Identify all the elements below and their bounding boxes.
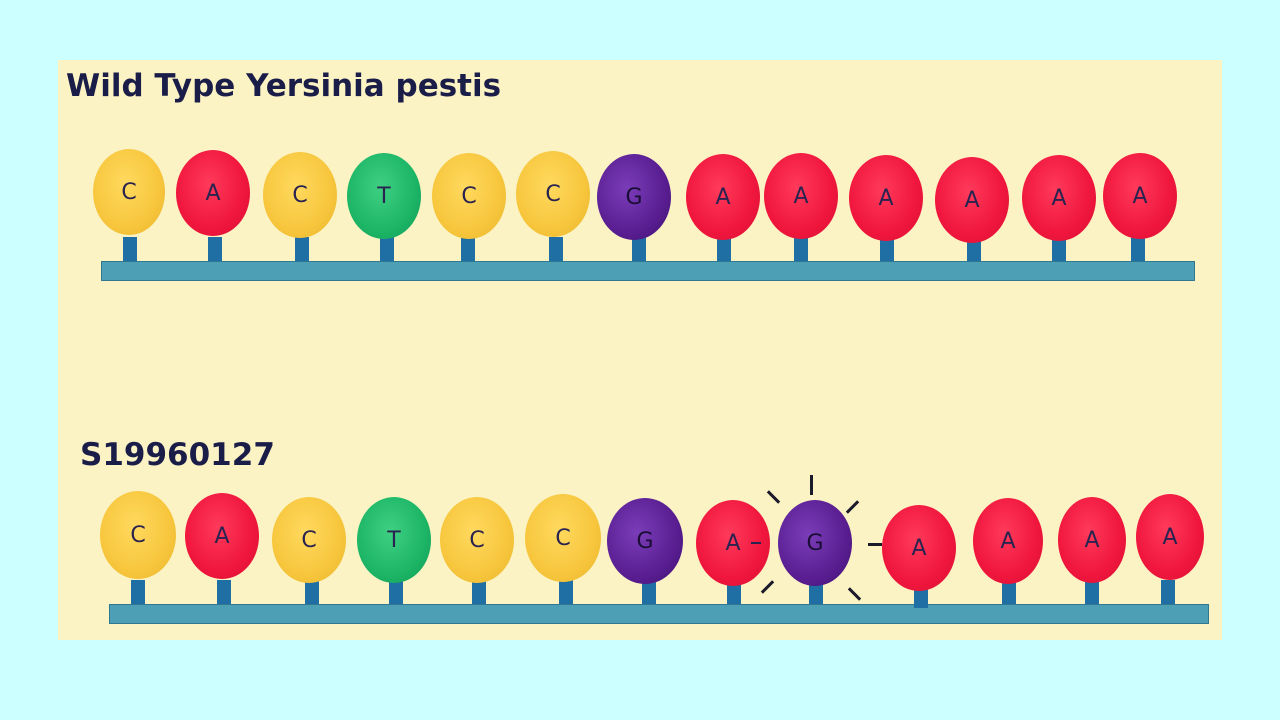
nucleotide-stem <box>632 237 646 261</box>
nucleotide: A <box>1103 153 1177 239</box>
nucleotide: A <box>1136 494 1204 580</box>
nucleotide-letter: A <box>878 185 894 211</box>
nucleotide-stem <box>967 237 981 261</box>
nucleotide: A <box>1058 497 1126 583</box>
nucleotide-stem <box>727 580 741 604</box>
nucleotide: C <box>100 491 176 579</box>
nucleotide: A <box>882 505 956 591</box>
highlight-ray <box>810 475 813 495</box>
nucleotide-stem <box>217 580 231 604</box>
mutant-title: S19960127 <box>80 437 275 473</box>
nucleotide-letter: A <box>964 187 980 213</box>
nucleotide-letter: A <box>1162 524 1178 550</box>
nucleotide-stem <box>208 237 222 261</box>
nucleotide: A <box>973 498 1043 584</box>
nucleotide-letter: C <box>121 179 137 205</box>
nucleotide: A <box>849 155 923 241</box>
nucleotide-stem <box>1131 237 1145 261</box>
nucleotide: A <box>764 153 838 239</box>
insertion-link-mark <box>751 542 761 544</box>
nucleotide-stem <box>717 237 731 261</box>
wild-type-backbone <box>101 261 1195 281</box>
nucleotide-letter: T <box>377 183 391 209</box>
nucleotide-letter: C <box>461 183 477 209</box>
nucleotide-stem <box>461 237 475 261</box>
nucleotide: A <box>1022 155 1096 241</box>
nucleotide-stem <box>380 237 394 261</box>
mutant-backbone <box>109 604 1209 624</box>
nucleotide-stem <box>472 580 486 604</box>
highlight-ray <box>868 543 882 546</box>
nucleotide-letter: C <box>555 525 571 551</box>
nucleotide-stem <box>131 580 145 604</box>
nucleotide: T <box>357 497 431 583</box>
nucleotide-letter: T <box>387 527 401 553</box>
nucleotide-stem <box>809 580 823 604</box>
nucleotide: G <box>597 154 671 240</box>
nucleotide-letter: C <box>545 181 561 207</box>
nucleotide-letter: C <box>301 527 317 553</box>
nucleotide: A <box>185 493 259 579</box>
nucleotide-letter: A <box>911 535 927 561</box>
nucleotide-letter: G <box>636 528 654 554</box>
nucleotide: C <box>516 151 590 237</box>
nucleotide: A <box>176 150 250 236</box>
nucleotide-letter: C <box>130 522 146 548</box>
nucleotide-stem <box>549 237 563 261</box>
nucleotide-letter: A <box>1084 527 1100 553</box>
nucleotide-stem <box>1161 580 1175 604</box>
nucleotide-letter: A <box>214 523 230 549</box>
nucleotide-stem <box>642 580 656 604</box>
nucleotide: C <box>440 497 514 583</box>
nucleotide-stem <box>305 580 319 604</box>
nucleotide: C <box>272 497 346 583</box>
nucleotide-stem <box>1002 580 1016 604</box>
nucleotide-letter: A <box>205 180 221 206</box>
nucleotide: T <box>347 153 421 239</box>
wild-type-title: Wild Type Yersinia pestis <box>66 68 502 104</box>
nucleotide-stem <box>794 237 808 261</box>
nucleotide-letter: C <box>469 527 485 553</box>
nucleotide-letter: G <box>806 530 824 556</box>
nucleotide: A <box>686 154 760 240</box>
nucleotide-letter: A <box>1051 185 1067 211</box>
nucleotide-stem <box>559 580 573 604</box>
nucleotide-letter: A <box>1132 183 1148 209</box>
nucleotide-letter: A <box>725 530 741 556</box>
nucleotide: G <box>607 498 683 584</box>
nucleotide-letter: A <box>793 183 809 209</box>
nucleotide: C <box>263 152 337 238</box>
inserted-nucleotide: G <box>778 500 852 586</box>
nucleotide: C <box>93 149 165 235</box>
nucleotide: A <box>935 157 1009 243</box>
nucleotide-letter: G <box>625 184 643 210</box>
nucleotide: C <box>525 494 601 582</box>
nucleotide-letter: A <box>1000 528 1016 554</box>
nucleotide-stem <box>1052 237 1066 261</box>
nucleotide-letter: C <box>292 182 308 208</box>
nucleotide-stem <box>389 580 403 604</box>
nucleotide-stem <box>1085 580 1099 604</box>
nucleotide-stem <box>123 237 137 261</box>
nucleotide-stem <box>295 237 309 261</box>
nucleotide-stem <box>880 237 894 261</box>
nucleotide-letter: A <box>715 184 731 210</box>
nucleotide: C <box>432 153 506 239</box>
